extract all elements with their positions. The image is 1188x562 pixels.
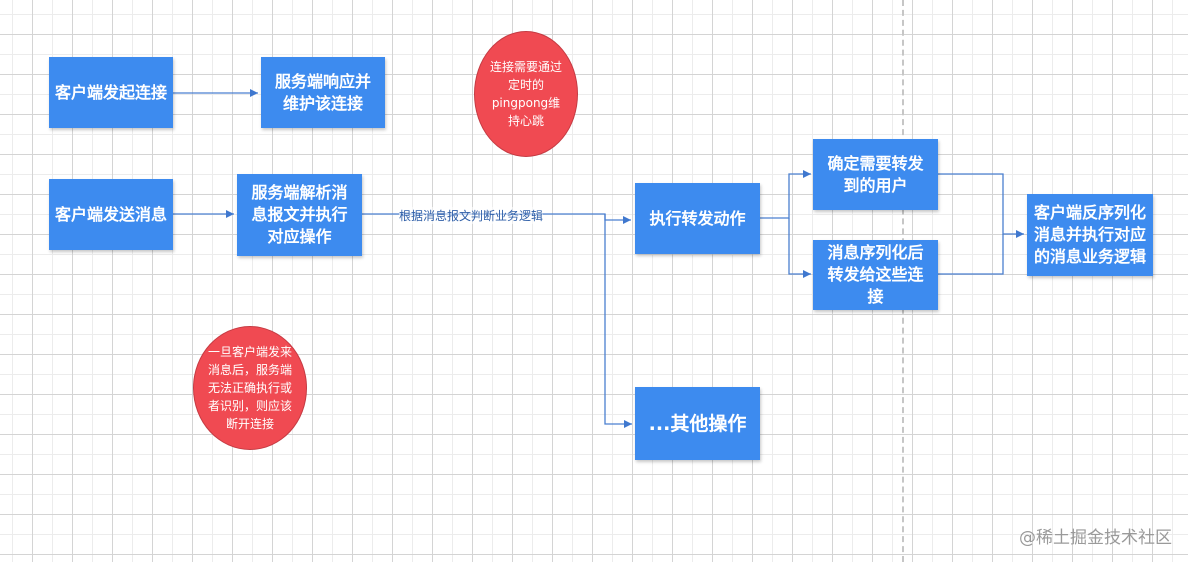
node-other-ops[interactable]: ...其他操作 xyxy=(635,387,760,460)
node-client-send[interactable]: 客户端发送消息 xyxy=(49,179,173,250)
node-serialize-forward-label: 消息序列化后转发给这些连接 xyxy=(827,243,924,306)
edge-label-judge-logic: 根据消息报文判断业务逻辑 xyxy=(399,207,544,224)
note-disconnect: 一旦客户端发来消息后，服务端无法正确执行或者识别，则应该断开连接 xyxy=(194,327,306,449)
note-heartbeat-text: 连接需要通过定时的pingpong维持心跳 xyxy=(489,60,562,128)
edge-serialize-to-client xyxy=(938,234,1004,275)
node-server-respond[interactable]: 服务端响应并维护该连接 xyxy=(261,57,385,128)
node-serialize-forward[interactable]: 消息序列化后转发给这些连接 xyxy=(813,240,938,310)
node-server-respond-label: 服务端响应并维护该连接 xyxy=(274,71,371,113)
node-client-deserialize[interactable]: 客户端反序列化消息并执行对应的消息业务逻辑 xyxy=(1027,194,1153,276)
node-client-deserialize-label: 客户端反序列化消息并执行对应的消息业务逻辑 xyxy=(1033,203,1146,266)
node-client-connect-label: 客户端发起连接 xyxy=(55,82,168,102)
node-other-ops-label: ...其他操作 xyxy=(648,412,747,435)
edge-forward-to-determine xyxy=(760,170,811,219)
note-heartbeat: 连接需要通过定时的pingpong维持心跳 xyxy=(475,32,577,156)
node-server-parse[interactable]: 服务端解析消息报文并执行对应操作 xyxy=(237,174,362,256)
edge-forward-to-serialize xyxy=(788,218,811,278)
watermark: @稀土掘金技术社区 xyxy=(1019,528,1172,548)
node-client-connect[interactable]: 客户端发起连接 xyxy=(49,57,173,128)
node-forward-action[interactable]: 执行转发动作 xyxy=(635,183,760,254)
note-disconnect-text: 一旦客户端发来消息后，服务端无法正确执行或者识别，则应该断开连接 xyxy=(207,345,292,431)
node-determine-users-label: 确定需要转发到的用户 xyxy=(827,153,924,195)
node-determine-users[interactable]: 确定需要转发到的用户 xyxy=(813,139,938,210)
node-forward-action-label: 执行转发动作 xyxy=(649,208,746,228)
node-client-send-label: 客户端发送消息 xyxy=(55,204,168,224)
edge-determine-to-client xyxy=(938,173,1024,238)
edge-parse-to-other xyxy=(604,214,632,428)
node-server-parse-label: 服务端解析消息报文并执行对应操作 xyxy=(251,183,348,246)
